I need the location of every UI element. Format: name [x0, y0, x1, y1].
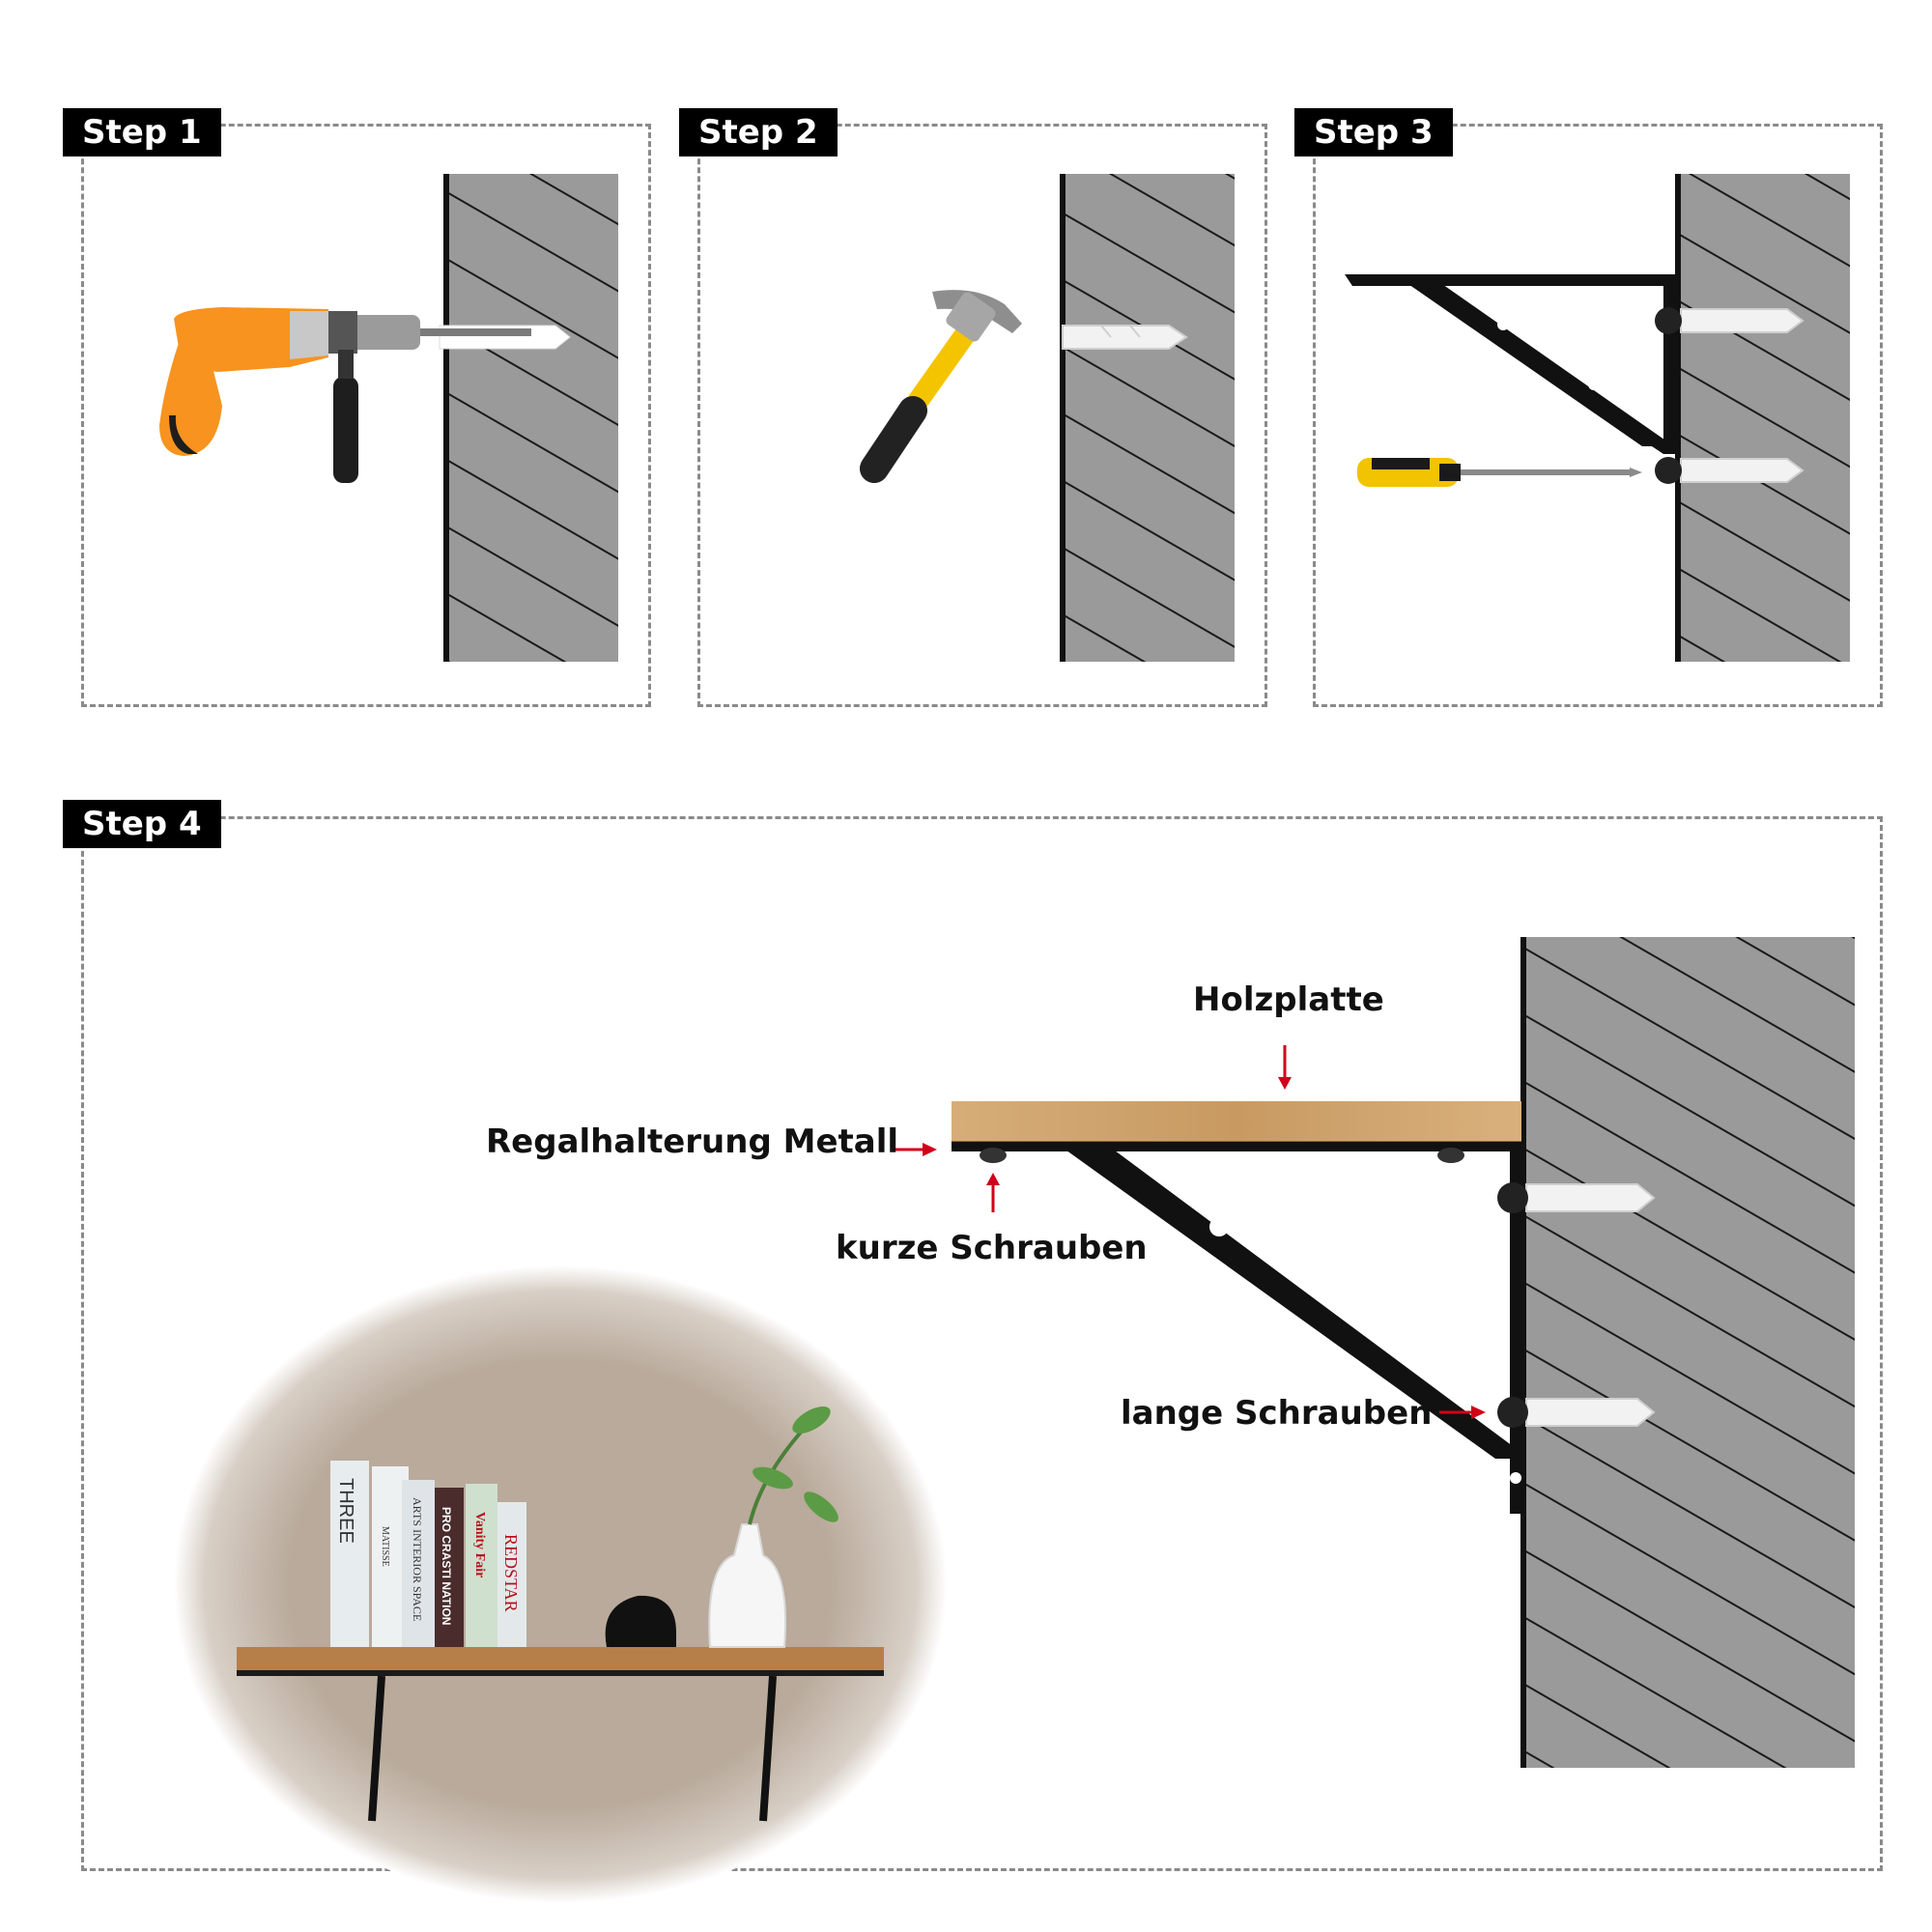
step-3-tag: Step 3	[1294, 108, 1453, 156]
book-spine-title: REDSTAR	[501, 1534, 521, 1612]
label-regalhalterung-metall: Regalhalterung Metall	[486, 1122, 899, 1161]
label-lange-schrauben: lange Schrauben	[1121, 1394, 1433, 1433]
step-1-tag: Step 1	[63, 108, 221, 156]
step-3-panel	[1313, 124, 1883, 707]
step-2-panel	[697, 124, 1267, 707]
book-spine-title: PRO CRASTI NATION	[440, 1507, 453, 1626]
step-4-tag: Step 4	[63, 800, 221, 848]
step-1-panel	[81, 124, 651, 707]
label-kurze-schrauben: kurze Schrauben	[836, 1229, 1148, 1267]
step-2-tag: Step 2	[679, 108, 838, 156]
book-spine-title: Vanity Fair	[472, 1512, 487, 1578]
step-4-panel	[81, 816, 1883, 1871]
book-spine-title: MATISSE	[380, 1526, 390, 1567]
book-spine-title: THREE	[335, 1478, 356, 1544]
book-spine-title: ARTS INTERIOR SPACE	[411, 1497, 424, 1622]
label-holzplatte: Holzplatte	[1193, 980, 1384, 1019]
